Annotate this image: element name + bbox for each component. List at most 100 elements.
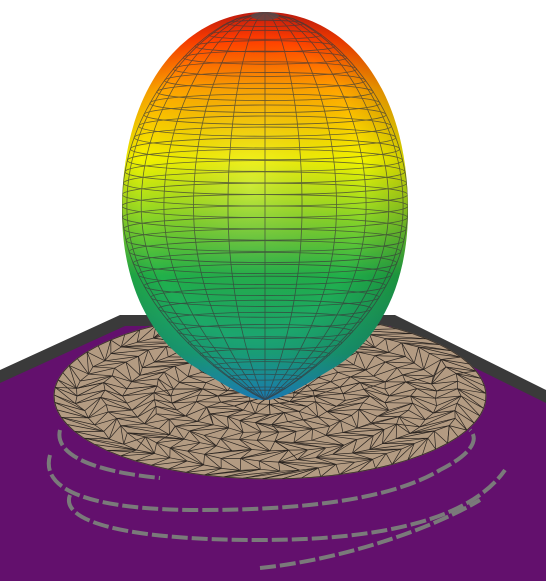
disk-mesh-edge (136, 436, 146, 451)
disk-mesh-edge (312, 390, 315, 397)
disk-mesh-edge (197, 421, 214, 426)
disk-mesh-edge (227, 416, 229, 428)
disk-mesh-edge (440, 359, 447, 368)
disk-mesh-edge (278, 459, 298, 463)
disk-mesh-edge (407, 437, 429, 461)
disk-mesh-edge (352, 452, 387, 454)
disk-mesh-edge (120, 334, 126, 347)
disk-mesh-edge (234, 400, 250, 407)
disk-mesh-edge (77, 351, 88, 359)
disk-mesh-edge (278, 449, 308, 463)
disk-mesh-edge (388, 381, 406, 397)
disk-mesh-edge (220, 431, 244, 440)
disk-mesh-edge (313, 395, 316, 402)
disk-mesh-edge (337, 371, 351, 378)
disk-mesh-edge (352, 452, 373, 460)
disk-mesh-edge (227, 413, 256, 417)
disk-mesh-edge (106, 450, 155, 454)
disk-mesh-edge (408, 403, 413, 411)
disk-mesh-edge (204, 454, 222, 469)
disk-mesh-edge (293, 442, 344, 446)
disk-mesh-edge (360, 382, 390, 397)
disk-mesh-edge (373, 361, 386, 377)
disk-mesh-edge (75, 397, 101, 404)
disk-mesh-edge (94, 424, 105, 432)
disk-mesh-edge (155, 406, 177, 411)
disk-mesh-edge (326, 432, 343, 436)
wire-trace (66, 468, 507, 543)
disk-mesh-edge (337, 369, 366, 373)
disk-mesh-edge (315, 401, 319, 417)
disk-mesh-edge (170, 447, 188, 452)
disk-mesh-edge (76, 375, 113, 389)
disk-mesh-edge (156, 434, 170, 444)
disk-mesh-edge (242, 470, 280, 479)
disk-mesh-edge (325, 434, 345, 446)
disk-mesh-edge (173, 382, 180, 390)
disk-mesh-edge (156, 413, 186, 417)
disk-mesh-edge (123, 443, 137, 451)
lobe-meridian-line (126, 12, 266, 400)
disk-mesh-edge (123, 432, 128, 445)
disk-mesh-edge (416, 388, 437, 392)
disk-mesh-edge (179, 382, 203, 390)
disk-mesh-edge (92, 361, 127, 368)
disk-mesh-edge (441, 359, 470, 365)
disk-mesh-edge (76, 388, 78, 397)
disk-mesh-edge (357, 427, 384, 430)
disk-mesh-edge (169, 438, 185, 449)
disk-mesh-edge (108, 418, 118, 440)
disk-mesh-edge (288, 449, 298, 460)
disk-mesh-edge (153, 385, 158, 393)
disk-mesh-edge (239, 420, 262, 433)
disk-mesh-edge (83, 437, 95, 445)
disk-mesh-edge (185, 415, 198, 422)
disk-mesh-edge (329, 420, 341, 427)
disk-mesh-edge (413, 346, 419, 364)
disk-mesh-edge (339, 461, 355, 475)
disk-mesh-edge (202, 382, 207, 390)
disk-mesh-edge (339, 376, 351, 388)
disk-mesh-edge (55, 386, 78, 397)
disk-mesh-edge (54, 387, 76, 404)
disk-mesh-edge (126, 381, 132, 389)
disk-mesh-edge (155, 406, 186, 417)
disk-mesh-edge (94, 444, 137, 451)
disk-mesh-edge (107, 411, 118, 419)
disk-mesh-edge (391, 448, 402, 465)
radiation-lobe-mesh (122, 12, 408, 400)
disk-mesh-edge (103, 418, 118, 432)
disk-mesh-edge (314, 386, 341, 397)
disk-mesh-edge (88, 373, 113, 377)
disk-mesh-edge (409, 426, 421, 434)
disk-mesh-edge (293, 431, 297, 443)
disk-mesh-edge (202, 388, 228, 392)
disk-mesh-edge (187, 442, 201, 452)
disk-mesh-edge (422, 448, 436, 456)
disk-mesh-edge (227, 416, 244, 433)
disk-mesh-edge (363, 388, 390, 397)
disk-mesh-edge (255, 412, 285, 423)
disk-mesh-edge (326, 411, 341, 421)
disk-mesh-edge (169, 457, 188, 462)
lobe-meridian-line (193, 12, 266, 400)
disk-mesh-edge (330, 381, 341, 388)
disk-mesh-edge (258, 460, 281, 472)
disk-mesh-edge (103, 382, 106, 391)
disk-mesh-edge (220, 400, 250, 403)
disk-mesh-edge (175, 425, 190, 432)
disk-mesh-edge (385, 361, 398, 369)
lobe-meridian-line (264, 12, 390, 400)
disk-mesh-edge (125, 361, 141, 376)
disk-mesh-edge (259, 460, 279, 463)
disk-mesh-edge (114, 367, 132, 382)
disk-mesh-edge (326, 402, 363, 412)
disk-mesh-edge (370, 416, 378, 424)
disk-mesh-edge (240, 458, 261, 470)
disk-mesh-edge (311, 439, 344, 446)
disk-mesh-edge (358, 402, 364, 410)
disk-mesh-edge (126, 392, 155, 404)
disk-mesh-edge (185, 464, 204, 473)
disk-mesh-edge (185, 401, 197, 417)
